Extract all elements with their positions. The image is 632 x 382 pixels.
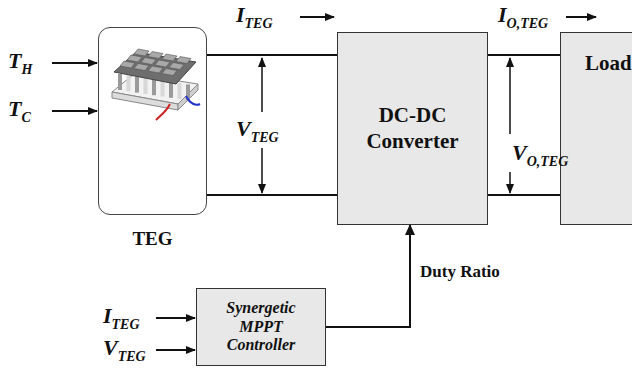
signal-symbol: V xyxy=(512,140,527,165)
wire-connector xyxy=(207,54,337,56)
signal-label: ITEG xyxy=(103,305,140,327)
signal-subscript: C xyxy=(21,110,30,125)
current-arrow xyxy=(300,16,334,18)
wire-connector xyxy=(207,194,337,196)
signal-label: VO,TEG xyxy=(512,142,568,164)
voltage-arrow xyxy=(261,148,263,193)
teg-module-illustration xyxy=(112,49,200,120)
signal-label: TC xyxy=(8,98,31,120)
signal-symbol: T xyxy=(8,96,21,121)
signal-subscript: TEG xyxy=(118,349,146,364)
wire-connector xyxy=(326,225,410,327)
signal-symbol: T xyxy=(8,48,21,73)
signal-label: VTEG xyxy=(236,118,279,140)
input-arrow xyxy=(52,62,97,64)
signal-symbol: V xyxy=(236,116,251,141)
signal-symbol: I xyxy=(498,2,507,27)
node-label: DC-DC Converter xyxy=(357,103,469,153)
wire-connector xyxy=(488,54,560,56)
input-arrow xyxy=(156,349,195,351)
signal-subscript: O,TEG xyxy=(527,154,569,169)
edge-label: Duty Ratio xyxy=(418,262,502,282)
signal-label: ITEG xyxy=(236,4,273,26)
voltage-arrow xyxy=(261,58,263,112)
signal-subscript: H xyxy=(21,62,32,77)
converter-box: DC-DC Converter xyxy=(337,32,488,225)
input-arrow xyxy=(156,317,195,319)
current-arrow xyxy=(566,16,596,18)
controller-box: Synergetic MPPT Controller xyxy=(196,288,326,366)
wire-connector xyxy=(488,194,560,196)
signal-symbol: V xyxy=(103,335,118,360)
signal-symbol: I xyxy=(236,2,245,27)
signal-subscript: TEG xyxy=(112,317,140,332)
voltage-arrow xyxy=(509,172,511,193)
node-label: Load xyxy=(585,51,632,76)
load-box: Load xyxy=(560,32,632,225)
teg-module-box: TEG xyxy=(98,27,207,215)
signal-subscript: TEG xyxy=(251,130,279,145)
node-label: TEG xyxy=(99,228,206,250)
signal-label: VTEG xyxy=(103,337,146,359)
node-label: Synergetic MPPT Controller xyxy=(211,299,311,354)
signal-subscript: TEG xyxy=(245,16,273,31)
voltage-arrow xyxy=(509,58,511,134)
signal-label: TH xyxy=(8,50,32,72)
input-arrow xyxy=(52,110,97,112)
signal-subscript: O,TEG xyxy=(507,16,549,31)
signal-symbol: I xyxy=(103,303,112,328)
signal-label: IO,TEG xyxy=(498,4,548,26)
